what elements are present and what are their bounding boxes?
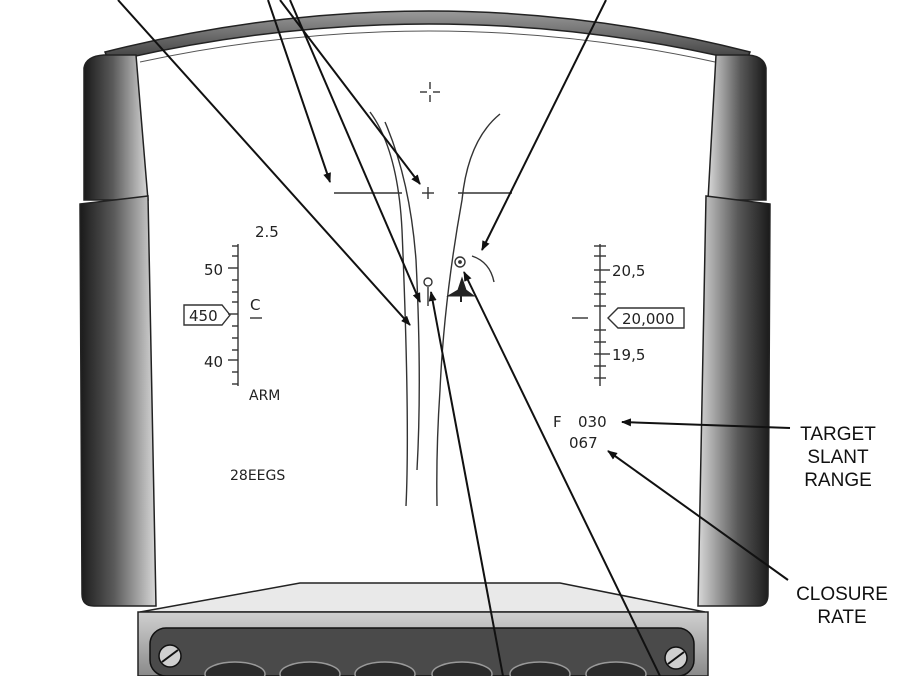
airspeed-mode-letter: C bbox=[250, 296, 260, 314]
right-upper-post bbox=[707, 54, 767, 201]
callout-target-line-3: RANGE bbox=[804, 470, 872, 491]
airspeed-top-label: 2.5 bbox=[255, 223, 279, 241]
pipper-icon bbox=[423, 277, 433, 287]
altitude-box bbox=[607, 307, 685, 329]
callout-target-line-2: SLANT bbox=[807, 447, 869, 468]
funnel-inner-right bbox=[436, 113, 501, 507]
panel-screw-right bbox=[664, 646, 688, 670]
target-aircraft-icon bbox=[446, 276, 476, 297]
combiner-glass-edge bbox=[139, 30, 716, 63]
callout-closure-line-2: RATE bbox=[817, 607, 866, 628]
hud-text: 2.5 50 450 C 40 ARM 28EEGS 20,5 20,000 1… bbox=[189, 223, 675, 484]
arrow-funnel-inner bbox=[289, 0, 421, 303]
airspeed-tape bbox=[228, 244, 262, 386]
combiner-top-bar bbox=[103, 10, 752, 63]
arrow-target-slant-range bbox=[621, 418, 791, 429]
callout-arrows bbox=[117, 0, 791, 676]
arrow-horizon-bar bbox=[267, 0, 331, 183]
left-lower-post bbox=[79, 195, 157, 607]
slant-range-value: 030 bbox=[578, 413, 607, 431]
arm-label: ARM bbox=[249, 388, 280, 404]
boresight-cross-icon bbox=[420, 82, 440, 102]
left-upper-post bbox=[83, 54, 149, 201]
altitude-tape bbox=[572, 244, 610, 386]
altitude-tick-lower: 19,5 bbox=[612, 346, 645, 364]
control-panel-buttons bbox=[204, 661, 647, 676]
range-prefix: F bbox=[553, 413, 562, 431]
altitude-current-value: 20,000 bbox=[622, 310, 675, 328]
arrow-pipper bbox=[428, 291, 504, 676]
closure-rate-value: 067 bbox=[569, 434, 598, 452]
airspeed-current-value: 450 bbox=[189, 307, 218, 325]
airspeed-tick-upper: 50 bbox=[204, 261, 223, 279]
hud-frame bbox=[79, 10, 771, 676]
weapon-status: 28EEGS bbox=[230, 468, 285, 484]
hud-symbology bbox=[183, 82, 685, 507]
airspeed-tick-lower: 40 bbox=[204, 353, 223, 371]
target-designator-icon bbox=[454, 256, 466, 268]
arrow-closure-rate bbox=[607, 450, 789, 581]
callout-labels: TARGET SLANT RANGE CLOSURE RATE bbox=[796, 424, 888, 628]
callout-closure-line-1: CLOSURE bbox=[796, 584, 888, 605]
panel-screw-left bbox=[158, 644, 182, 668]
gun-cross-icon bbox=[422, 187, 434, 199]
right-lower-post bbox=[697, 195, 771, 607]
arrow-target bbox=[463, 271, 661, 676]
range-arc-icon bbox=[471, 255, 495, 283]
arrow-range-arc bbox=[481, 0, 607, 251]
hud-base-upper bbox=[139, 582, 706, 613]
airspeed-box bbox=[183, 304, 231, 326]
altitude-tick-upper: 20,5 bbox=[612, 262, 645, 280]
funnel-inner-left bbox=[384, 121, 420, 471]
callout-target-line-1: TARGET bbox=[800, 424, 876, 445]
arrow-funnel bbox=[117, 0, 411, 326]
